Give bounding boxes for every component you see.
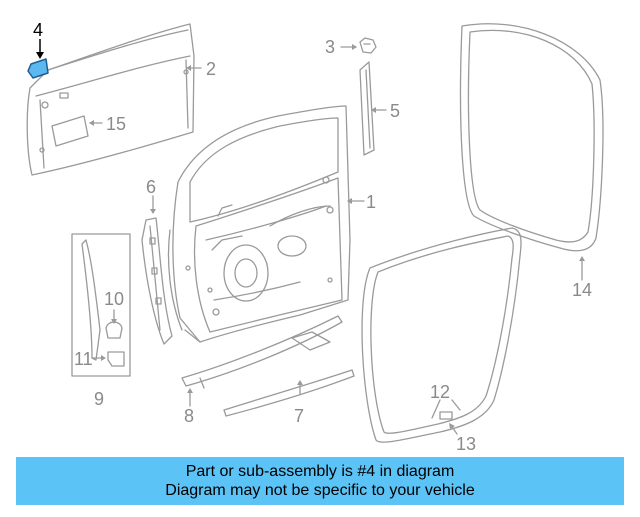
leader-lines (89, 46, 583, 435)
callout-4: 4 (33, 20, 43, 40)
part-9-strip (81, 239, 101, 361)
door-weatherstrip (361, 227, 522, 443)
callout-14: 14 (572, 280, 592, 300)
callout-12: 12 (430, 382, 450, 402)
callout-8: 8 (184, 406, 194, 426)
banner-line-1: Part or sub-assembly is #4 in diagram (185, 463, 455, 480)
callout-6: 6 (146, 177, 156, 197)
part-8-belt-molding (181, 315, 343, 389)
part-4-arrowhead (36, 52, 44, 59)
info-banner-bg (16, 457, 624, 505)
callout-labels: 4 2 3 15 5 1 6 10 11 9 8 7 14 12 13 (33, 20, 592, 454)
part-9-group-box (71, 233, 131, 377)
callout-15: 15 (106, 114, 126, 134)
callout-13: 13 (456, 434, 476, 454)
part-3-clip (359, 37, 377, 54)
leader-arrowheads (89, 44, 585, 429)
callout-5: 5 (390, 101, 400, 121)
door-outer-panel (26, 23, 195, 176)
part-7-seal (223, 369, 355, 417)
part-10-clip (105, 321, 123, 339)
part-4-highlighted[interactable] (27, 58, 49, 79)
part-14-body-weatherstrip (459, 23, 604, 252)
callout-10: 10 (104, 289, 124, 309)
callout-3: 3 (325, 37, 335, 57)
door-shell (167, 105, 351, 343)
callout-9: 9 (94, 389, 104, 409)
part-6-hinge-bracket (141, 217, 173, 345)
info-banner: Part or sub-assembly is #4 in diagram Di… (16, 457, 624, 505)
callout-2: 2 (206, 59, 216, 79)
callout-11: 11 (74, 349, 93, 369)
part-11-clip (107, 351, 125, 367)
part-5-seal-strip (359, 61, 375, 156)
banner-line-2: Diagram may not be specific to your vehi… (165, 482, 475, 499)
part-12-clip (439, 411, 453, 420)
callout-1: 1 (366, 192, 376, 212)
callout-7: 7 (294, 406, 304, 426)
part-15-nameplate (51, 115, 89, 147)
